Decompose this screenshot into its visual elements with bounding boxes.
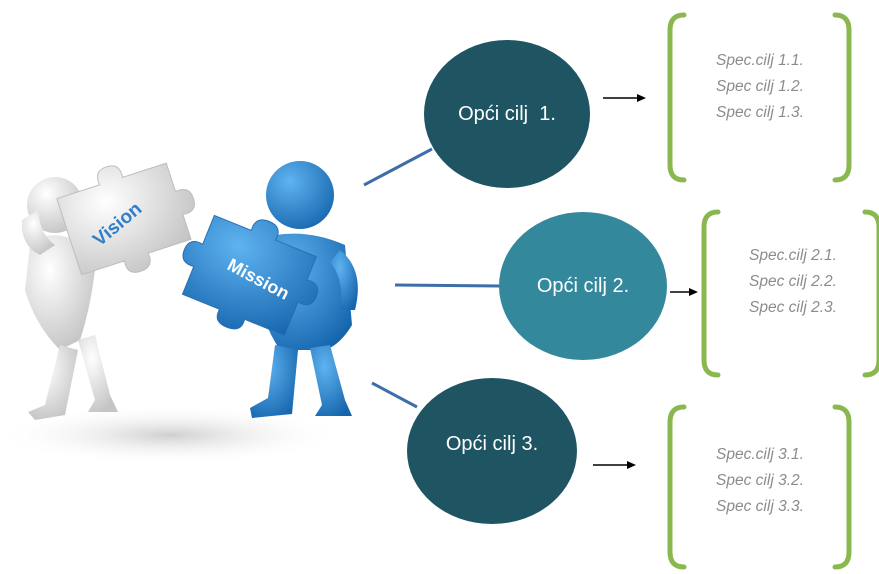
- goal-circle-3: Opći cilj 3.: [407, 378, 577, 524]
- bracket-left-goal-3: [667, 404, 687, 570]
- goal-circle-1: Opći cilj 1.: [424, 40, 590, 188]
- arrow-goal-1: [603, 94, 646, 102]
- connector-line-goal-1: [363, 147, 433, 187]
- spec-item-2-3: Spec cilj 2.3.: [749, 299, 837, 316]
- spec-list-goal-2: Spec.cilj 2.1. Spec cilj 2.2. Spec cilj …: [723, 243, 863, 321]
- spec-item-2-2: Spec cilj 2.2.: [749, 273, 837, 290]
- goal-label-2: Opći cilj 2.: [536, 274, 630, 297]
- goal-label-3: Opći cilj 3.: [445, 432, 539, 455]
- goal-circle-2: Opći cilj 2.: [499, 212, 667, 360]
- spec-item-2-1: Spec.cilj 2.1.: [749, 247, 837, 264]
- spec-item-1-1: Spec.cilj 1.1.: [716, 52, 804, 69]
- bracket-right-goal-2: [862, 209, 879, 378]
- spec-item-1-2: Spec cilj 1.2.: [716, 78, 804, 95]
- spec-item-3-2: Spec cilj 3.2.: [716, 472, 804, 489]
- goal-label-1: Opći cilj 1.: [458, 102, 556, 125]
- spec-item-1-3: Spec cilj 1.3.: [716, 104, 804, 121]
- bracket-right-goal-3: [832, 404, 852, 570]
- connector-line-goal-2: [394, 283, 501, 288]
- ground-shadow: [0, 405, 345, 465]
- mission-puzzle-piece: [181, 214, 319, 337]
- vision-mission-illustration: Vision Mission: [0, 161, 358, 465]
- bracket-right-goal-1: [832, 12, 852, 183]
- vision-puzzle-piece: [56, 162, 195, 276]
- connector-line-goal-3: [371, 381, 418, 409]
- bracket-left-goal-2: [701, 209, 721, 378]
- arrow-goal-2: [670, 288, 698, 296]
- bracket-left-goal-1: [667, 12, 687, 183]
- spec-list-goal-3: Spec.cilj 3.1. Spec cilj 3.2. Spec cilj …: [690, 442, 830, 520]
- spec-list-goal-1: Spec.cilj 1.1. Spec cilj 1.2. Spec cilj …: [690, 48, 830, 126]
- spec-item-3-3: Spec cilj 3.3.: [716, 498, 804, 515]
- spec-item-3-1: Spec.cilj 3.1.: [716, 446, 804, 463]
- arrow-goal-3: [593, 461, 636, 469]
